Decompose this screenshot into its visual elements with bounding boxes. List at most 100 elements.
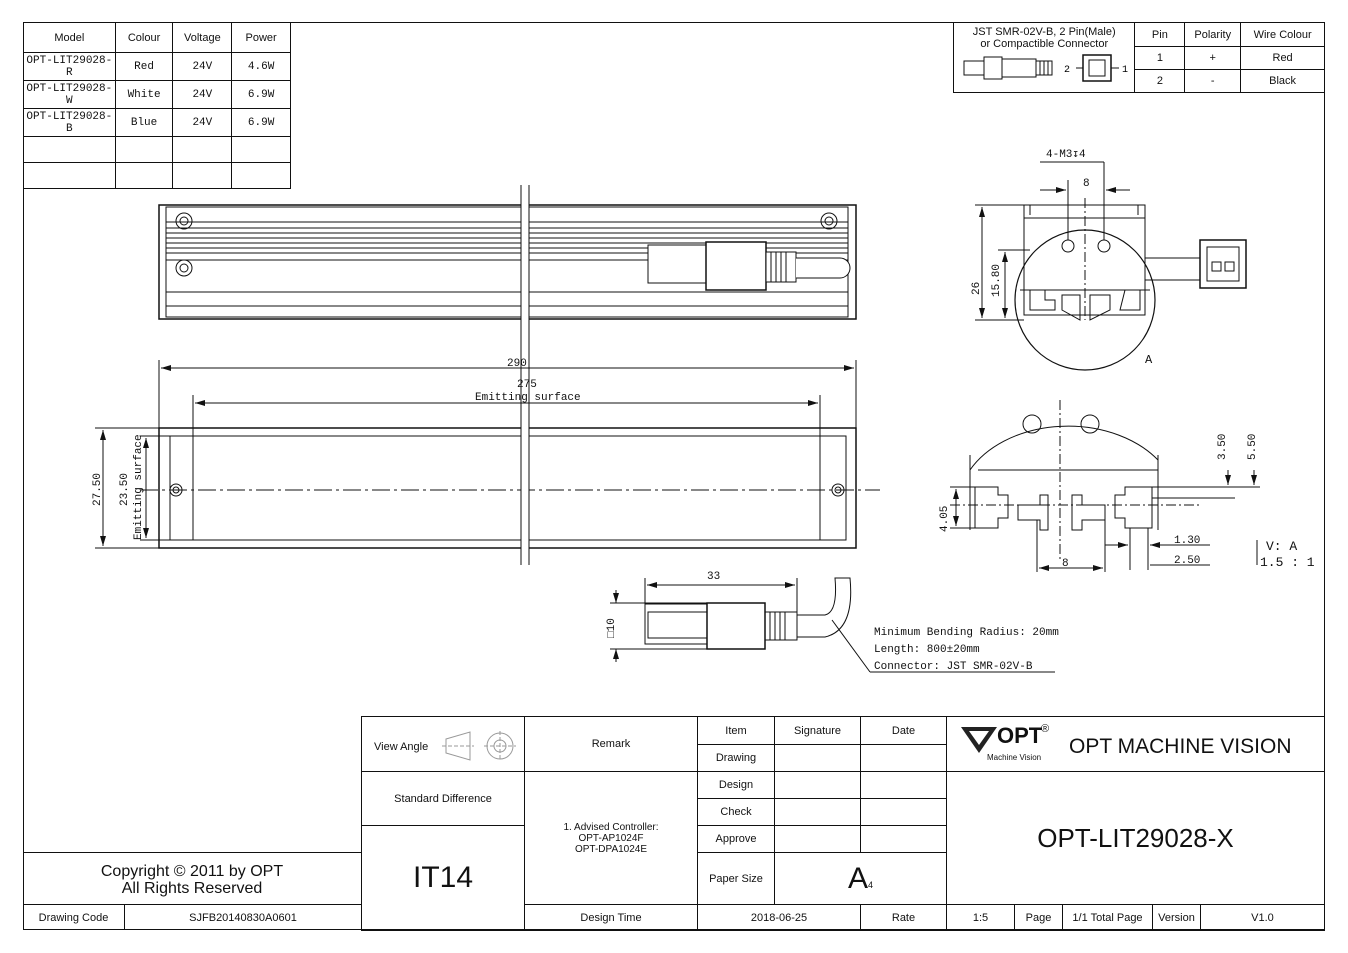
- connector-type: JST SMR-02V-B, 2 Pin(Male): [972, 26, 1116, 38]
- remark-line2: OPT-AP1024F: [578, 832, 644, 844]
- standard-difference-label: Standard Difference: [361, 771, 525, 826]
- table-row-empty: [23, 136, 291, 163]
- pin-label-1: 1: [1122, 65, 1128, 76]
- wire-colour-cell: Black: [1240, 69, 1325, 93]
- copyright: Copyright © 2011 by OPT All Rights Reser…: [23, 852, 361, 904]
- screw-spec: 4-M3↧4: [1046, 149, 1086, 161]
- title-block: Copyright © 2011 by OPT All Rights Reser…: [23, 716, 1325, 931]
- colour-cell: White: [114, 80, 174, 109]
- dim-height-26: 26: [971, 282, 983, 295]
- design-time-label: Design Time: [524, 904, 698, 931]
- side-view: [975, 161, 1247, 371]
- projection-symbol: [442, 731, 516, 761]
- voltage-header: Voltage: [172, 22, 233, 53]
- title-grid: View Angle Remark Item Signature Date OP…: [361, 716, 1325, 931]
- power-cell: 6.9W: [231, 80, 291, 109]
- signature-header: Signature: [774, 716, 861, 745]
- dim-3-50: 3.50: [1217, 434, 1229, 460]
- table-row: OPT-LIT29028-B Blue 24V 6.9W: [23, 108, 291, 137]
- logo-reg: ®: [1041, 723, 1050, 735]
- table-row: 1 + Red: [954, 46, 1325, 70]
- view-angle-label: View Angle: [374, 741, 429, 753]
- date-header: Date: [860, 716, 947, 745]
- opt-logo-icon: [961, 727, 997, 753]
- dim-hole-spacing: 8: [1083, 178, 1090, 190]
- company-name: OPT MACHINE VISION: [1069, 735, 1292, 758]
- polarity-header: Polarity: [1184, 22, 1242, 47]
- colour-header: Colour: [114, 22, 174, 53]
- connector-icon: 2 1: [963, 54, 1128, 82]
- item-header: Item: [697, 716, 775, 745]
- remark-line3: OPT-DPA1024E: [574, 843, 648, 855]
- dim-total-length: 290: [507, 358, 527, 370]
- power-cell: 4.6W: [231, 52, 291, 81]
- connector-cell: JST SMR-02V-B, 2 Pin(Male) or Compactibl…: [952, 22, 1136, 93]
- dim-emit-length: 275: [517, 379, 537, 391]
- view-label: V: A: [1266, 539, 1297, 554]
- version-label: Version: [1152, 904, 1201, 931]
- polarity-cell: -: [1184, 69, 1242, 93]
- colour-cell: Blue: [114, 108, 174, 137]
- dim-2-50: 2.50: [1174, 555, 1200, 567]
- dim-height-15-80: 15.80: [991, 264, 1003, 297]
- dim-height-total: 27.50: [92, 473, 104, 506]
- view-angle-cell: View Angle: [361, 716, 525, 772]
- drawing-code-label: Drawing Code: [23, 904, 125, 930]
- total-page: 1/1 Total Page: [1062, 904, 1153, 931]
- design-row-label: Design: [697, 771, 775, 799]
- note-connector: Connector: JST SMR-02V-B: [874, 661, 1033, 673]
- note-bending: Minimum Bending Radius: 20mm: [874, 627, 1059, 639]
- power-cell: 6.9W: [231, 108, 291, 137]
- copyright-line2: All Rights Reserved: [121, 880, 263, 897]
- paper-size-sub: 4: [868, 879, 874, 890]
- logo-cell: OPT ® Machine Vision OPT MACHINE VISION: [946, 716, 1325, 772]
- version-value: V1.0: [1200, 904, 1325, 931]
- connector-detail: [610, 577, 1055, 673]
- dim-connector-square: □10: [606, 618, 618, 638]
- emitting-surface-label: Emitting surface: [475, 392, 581, 404]
- design-time-value: 2018-06-25: [697, 904, 861, 931]
- model-table: Model Colour Voltage Power OPT-LIT29028-…: [23, 22, 291, 189]
- approve-row-label: Approve: [697, 825, 775, 853]
- connector-table: JST SMR-02V-B, 2 Pin(Male) or Compactibl…: [952, 22, 1325, 93]
- pin-label-2: 2: [1064, 65, 1070, 76]
- note-length: Length: 800±20mm: [874, 644, 980, 656]
- voltage-cell: 24V: [172, 52, 233, 81]
- logo-sub: Machine Vision: [987, 753, 1042, 762]
- dim-connector-length: 33: [707, 571, 720, 583]
- connector-note: or Compactible Connector: [980, 38, 1109, 50]
- rate-value: 1:5: [946, 904, 1015, 931]
- page-label: Page: [1014, 904, 1063, 931]
- table-row: 2 - Black: [954, 69, 1325, 93]
- dim-4-05: 4.05: [939, 506, 951, 532]
- dim-5-50: 5.50: [1247, 434, 1259, 460]
- drawing-code-value: SJFB20140830A0601: [125, 904, 361, 930]
- model-cell: OPT-LIT29028-B: [23, 108, 116, 137]
- drawing-row-label: Drawing: [697, 744, 775, 772]
- top-view: [158, 185, 857, 565]
- pin-header: Pin: [1134, 22, 1186, 47]
- table-row-empty: [23, 162, 291, 189]
- emitting-surface-vertical: Emitting surface: [133, 434, 145, 540]
- front-view: [95, 360, 880, 565]
- voltage-cell: 24V: [172, 108, 233, 137]
- pin-cell: 1: [1134, 46, 1186, 70]
- dim-height-emit: 23.50: [119, 473, 131, 506]
- dim-8-detail: 8: [1062, 558, 1069, 570]
- copyright-line1: Copyright © 2011 by OPT: [100, 863, 284, 880]
- part-number: OPT-LIT29028-X: [946, 771, 1325, 905]
- remark-header: Remark: [524, 716, 698, 772]
- table-row: OPT-LIT29028-R Red 24V 4.6W: [23, 52, 291, 81]
- dim-1-30: 1.30: [1174, 535, 1200, 547]
- paper-size-cell: A4: [774, 852, 947, 905]
- logo-text: OPT: [997, 723, 1043, 748]
- tolerance-value: IT14: [361, 825, 525, 931]
- detail-label: A: [1145, 353, 1153, 367]
- detail-view-a: [950, 400, 1260, 572]
- paper-size-value: A: [847, 861, 868, 895]
- polarity-cell: +: [1184, 46, 1242, 70]
- voltage-cell: 24V: [172, 80, 233, 109]
- view-scale: 1.5 : 1: [1260, 555, 1315, 570]
- check-row-label: Check: [697, 798, 775, 826]
- paper-size-label: Paper Size: [697, 852, 775, 905]
